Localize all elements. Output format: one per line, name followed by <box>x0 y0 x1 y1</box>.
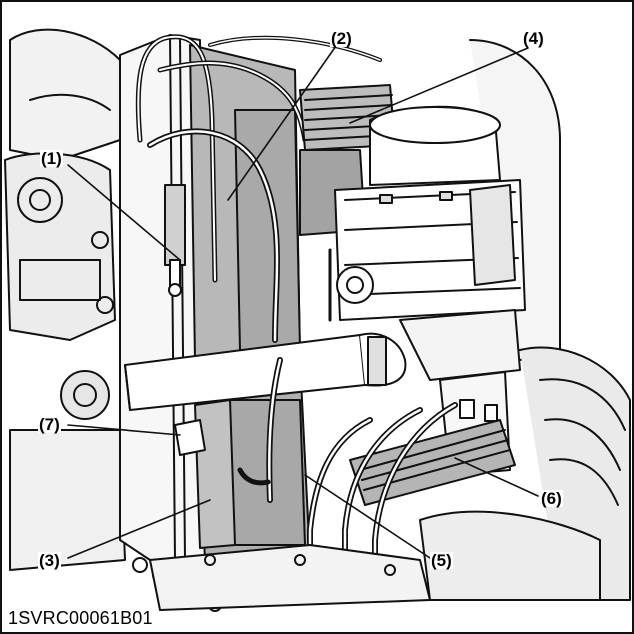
leader-lines <box>67 45 539 559</box>
air-cleaner <box>328 105 526 322</box>
callout-4: (4) <box>522 29 545 48</box>
callout-2: (2) <box>330 29 353 48</box>
callout-5: (5) <box>430 551 453 570</box>
callout-3: (3) <box>38 551 61 570</box>
top-hoses <box>135 34 382 343</box>
intake-pipe <box>124 332 407 411</box>
base-plate <box>149 510 601 611</box>
left-engine-block <box>4 28 222 612</box>
callout-6: (6) <box>540 489 563 508</box>
reservoir-tank <box>174 399 236 549</box>
oil-cooler <box>349 399 516 506</box>
callout-7: (7) <box>38 415 61 434</box>
gas-strut <box>164 184 186 297</box>
figure-id-label: 1SVRC00061B01 <box>6 608 155 629</box>
callout-1: (1) <box>40 149 63 168</box>
lower-hoses <box>237 357 458 583</box>
